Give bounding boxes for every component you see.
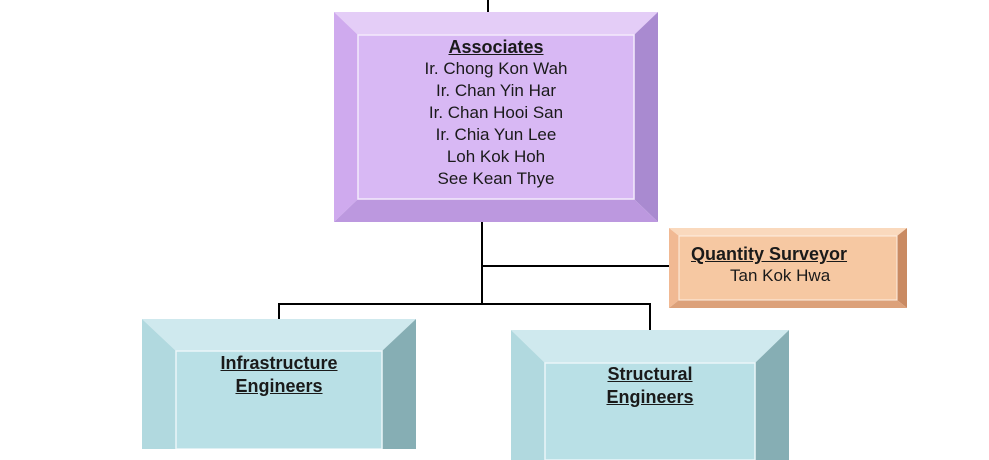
structural-engineers-title-line1: Structural	[607, 364, 693, 384]
connector-to-quantity-surveyor	[481, 265, 669, 267]
infrastructure-engineers-title-line1: Infrastructure	[220, 353, 338, 373]
structural-engineers-title-line2: Engineers	[606, 387, 694, 407]
connector-associates-down	[481, 222, 483, 305]
associate-name: Ir. Chan Yin Har	[435, 81, 556, 100]
connector-to-structural	[649, 303, 651, 330]
quantity-surveyor-title: Quantity Surveyor	[691, 244, 848, 264]
connector-to-infrastructure	[278, 303, 280, 319]
associates-box: Associates Ir. Chong Kon Wah Ir. Chan Yi…	[334, 12, 658, 222]
associates-title: Associates	[448, 37, 544, 57]
quantity-surveyor-name: Tan Kok Hwa	[730, 266, 831, 285]
associate-name: See Kean Thye	[437, 169, 555, 188]
infrastructure-engineers-box: Infrastructure Engineers	[142, 319, 416, 449]
connector-top	[487, 0, 489, 12]
associate-name: Ir. Chan Hooi San	[428, 103, 564, 122]
infrastructure-engineers-title-line2: Engineers	[235, 376, 323, 396]
associate-name: Ir. Chong Kon Wah	[424, 59, 568, 78]
quantity-surveyor-box: Quantity Surveyor Tan Kok Hwa	[669, 228, 907, 308]
associate-name: Loh Kok Hoh	[446, 147, 546, 166]
structural-engineers-box: Structural Engineers	[511, 330, 789, 460]
connector-horizontal-branch	[278, 303, 651, 305]
associate-name: Ir. Chia Yun Lee	[435, 125, 557, 144]
